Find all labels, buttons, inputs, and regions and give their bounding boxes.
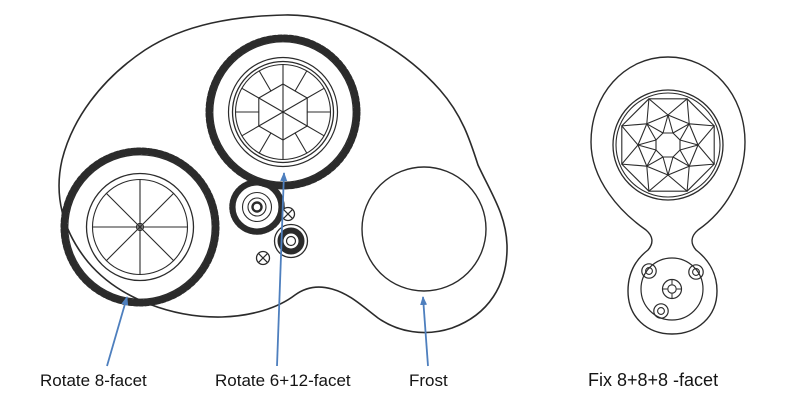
label-rotate-6-12-facet: Rotate 6+12-facet <box>215 371 351 390</box>
frost-window <box>361 166 487 292</box>
left-gear-8-facet <box>60 147 220 307</box>
arrow-frost <box>420 296 429 367</box>
facet-spokes <box>258 83 308 141</box>
facet-wheel-8-8-8 <box>612 89 724 201</box>
screws <box>255 206 296 266</box>
web-outer-facets <box>621 98 715 192</box>
idler-gear <box>229 179 285 235</box>
main-plate-outline <box>58 14 508 334</box>
gear-teeth <box>60 147 220 307</box>
bearing-hub <box>273 223 309 259</box>
label-frost: Frost <box>409 371 448 390</box>
arrow-rotate-6-12-facet <box>276 172 288 367</box>
arrow-rotate-8-facet <box>106 296 129 367</box>
fixed-assembly <box>590 56 746 335</box>
axle-bearing <box>251 201 263 213</box>
facet-outer-segments <box>234 63 332 161</box>
linework <box>58 14 746 335</box>
label-fix-8-8-8-facet: Fix 8+8+8 -facet <box>588 370 719 390</box>
axle-dot <box>135 222 145 232</box>
screw-icon <box>653 303 669 319</box>
web-inner-facets <box>637 114 699 176</box>
fixed-assembly-outline <box>590 56 746 335</box>
screw-icon <box>641 263 657 279</box>
mount-plate <box>640 257 704 321</box>
top-gear-6-12-facet <box>205 34 361 190</box>
wheel-spokes <box>91 178 189 276</box>
screw-icon <box>688 264 704 280</box>
bearing-ring <box>277 227 305 255</box>
label-rotate-8-facet: Rotate 8-facet <box>40 371 147 390</box>
callout-arrows <box>106 172 429 367</box>
gear-teeth <box>229 179 285 235</box>
